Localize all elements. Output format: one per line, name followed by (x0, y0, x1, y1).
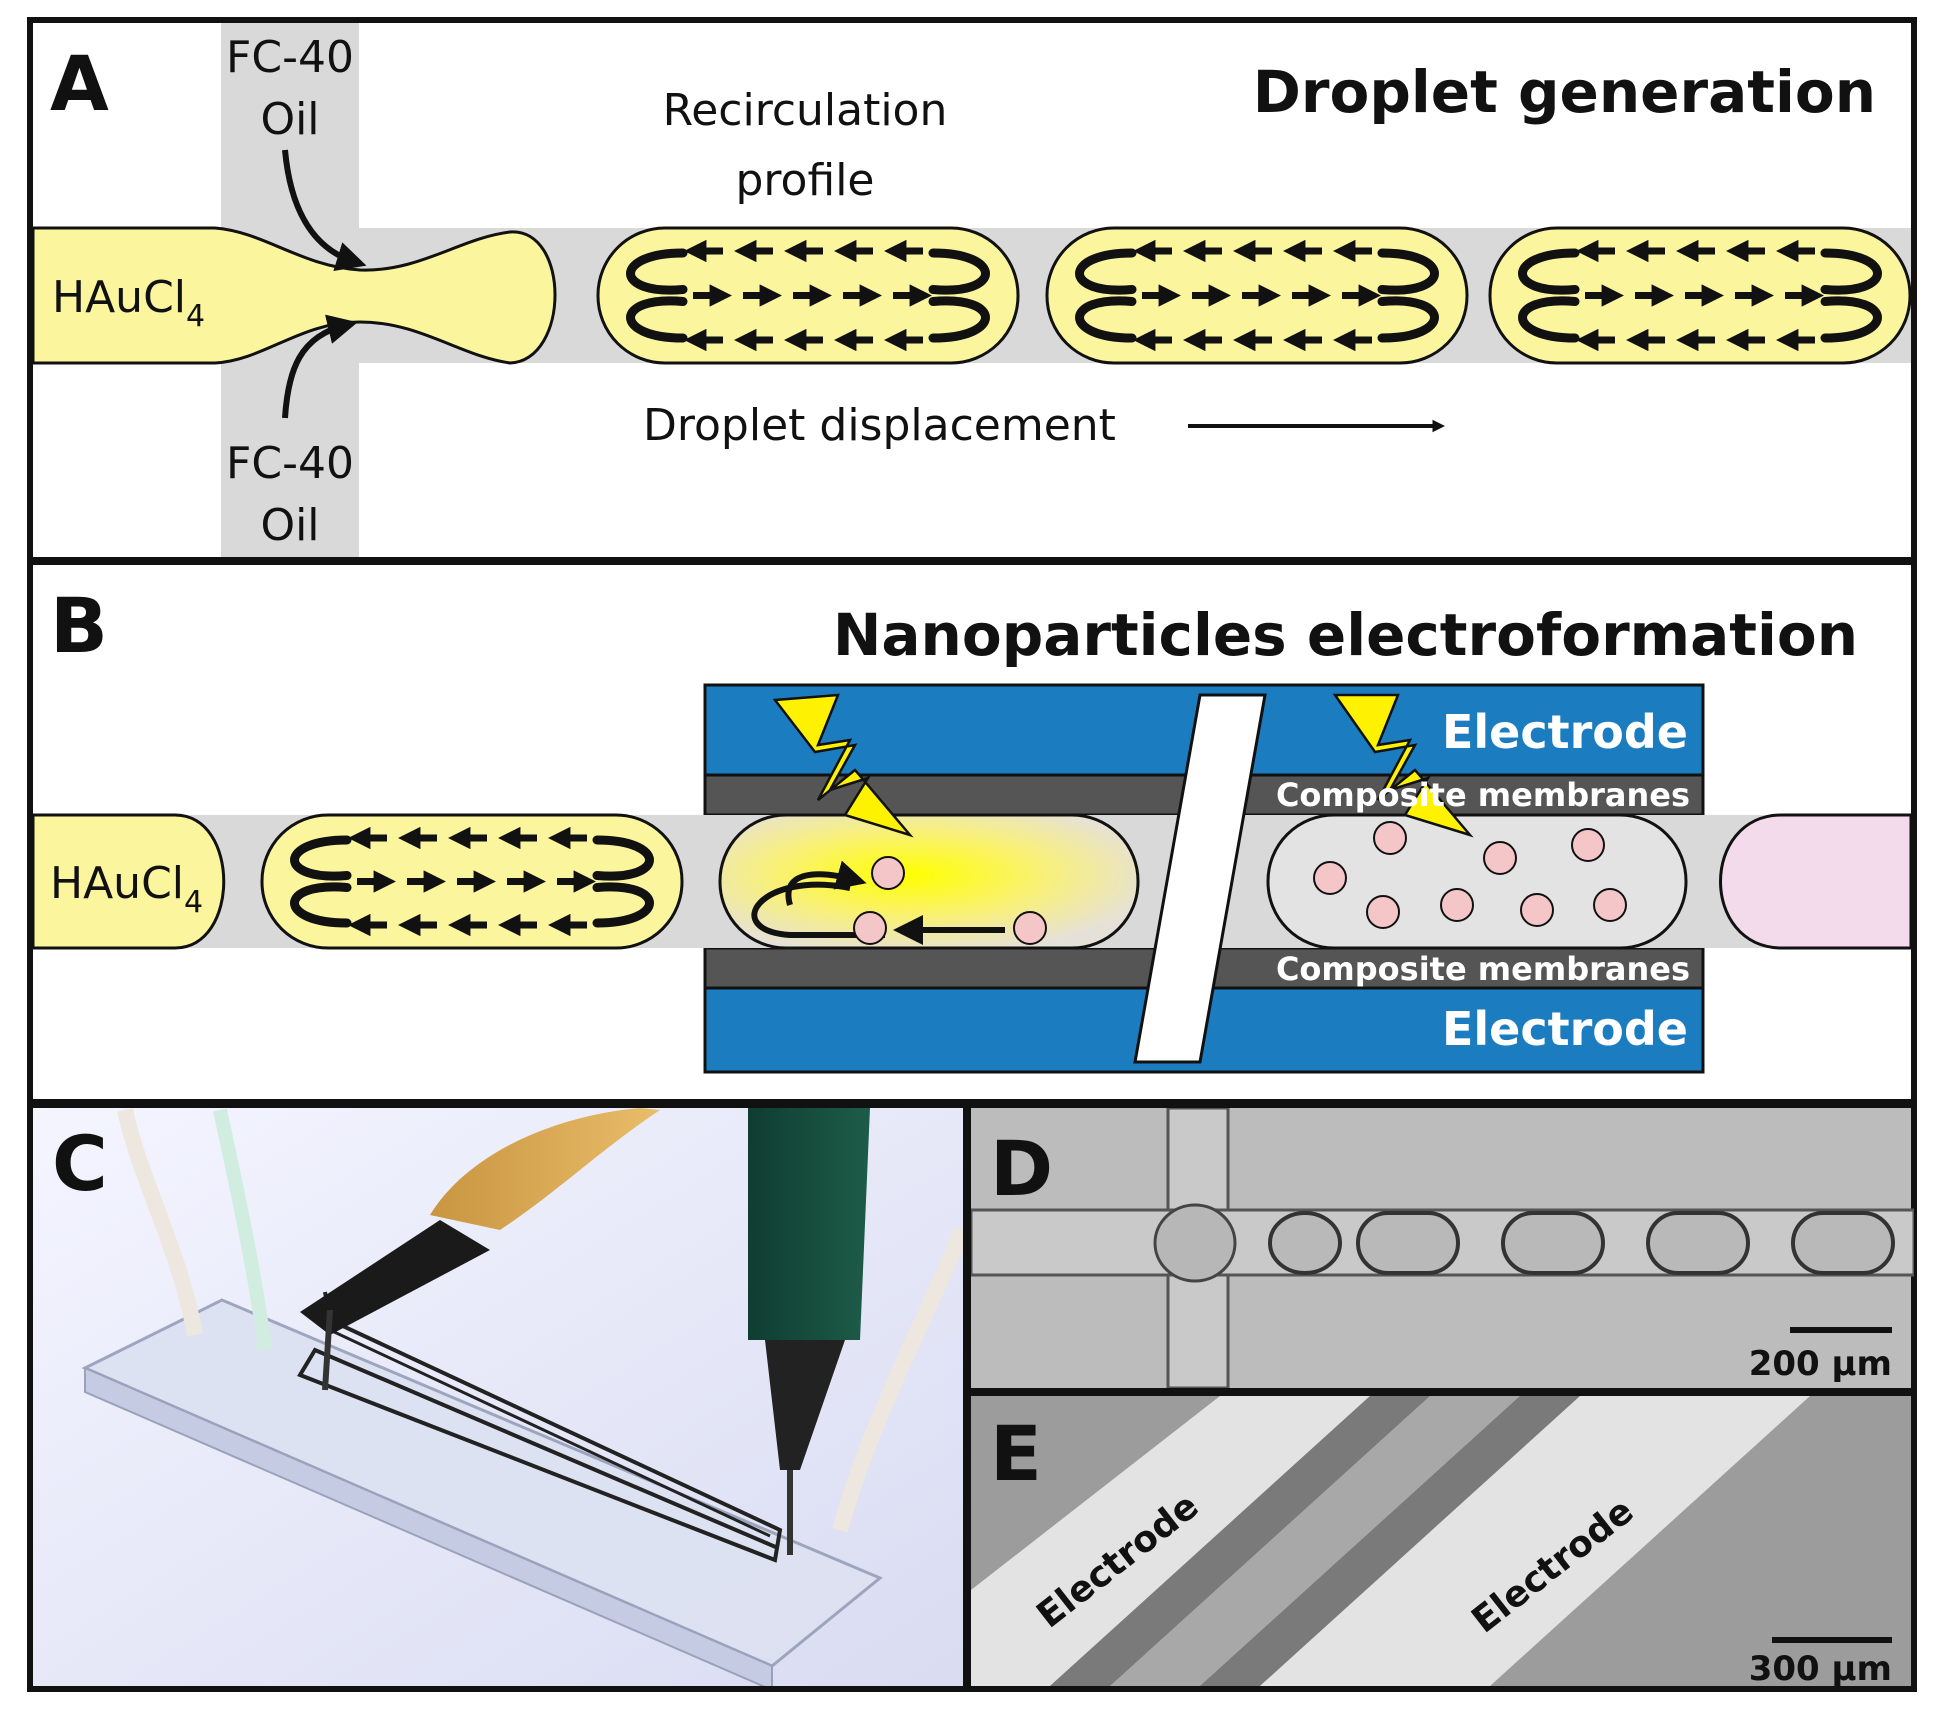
nanoparticle (1483, 841, 1517, 875)
panel-d: D 200 µm (965, 1102, 1917, 1394)
panel-c-letter: C (52, 1119, 108, 1208)
lightning-icon (1332, 693, 1474, 838)
panel-a-title: Droplet generation (1253, 58, 1876, 126)
nanoparticle (871, 856, 905, 890)
membrane-band (1050, 1396, 1430, 1686)
next-droplet (1719, 813, 1913, 950)
oil-bottom-label-1: FC-40 (226, 438, 354, 489)
recirculation-pattern (626, 239, 990, 352)
reagent-label-a: HAuCl4 (52, 272, 205, 334)
nanoparticle (1593, 888, 1627, 922)
oil-bottom-label-2: Oil (260, 500, 319, 551)
droplet (1791, 1211, 1895, 1275)
droplet-train (1268, 1211, 1895, 1275)
oil-top-arrow (282, 149, 367, 271)
panel-e-letter: E (990, 1409, 1042, 1498)
droplet (1501, 1211, 1605, 1275)
droplet (1356, 1211, 1460, 1275)
tubing (117, 1108, 203, 1337)
panel-c: C (27, 1102, 969, 1692)
reagent-label-b: HAuCl4 (50, 858, 203, 920)
reacting-droplet (718, 813, 1140, 950)
droplet-forming (1153, 1203, 1237, 1283)
recirculation-arrow (785, 860, 867, 906)
panel-d-letter: D (990, 1124, 1053, 1213)
recirculation-label-2: profile (736, 155, 875, 206)
oil-bottom-arrow (282, 314, 358, 419)
electrode-band (1260, 1396, 1810, 1686)
membrane-band (1200, 1396, 1580, 1686)
recirculation-arrow (751, 881, 885, 938)
tubing (213, 1108, 272, 1351)
panel-b: B Nanoparticles electroformation HAuCl4 (27, 559, 1917, 1105)
alligator-clip-handle (748, 1108, 870, 1340)
nanoparticle (1520, 893, 1554, 927)
electrode-top-label: Electrode (1442, 705, 1688, 759)
panel-e: E Electrode Electrode 300 µm (965, 1390, 1917, 1692)
nanoparticle (1013, 911, 1047, 945)
nanoparticle (1373, 821, 1407, 855)
glass-chip-edge (84, 1366, 773, 1686)
axis-break (1133, 693, 1267, 1064)
panel-b-letter: B (50, 581, 108, 670)
tubing (832, 1227, 963, 1533)
droplet (1268, 1211, 1342, 1275)
electrode-pin (322, 1309, 333, 1391)
reagent-stream-b (31, 813, 226, 950)
lightning-icon (772, 693, 914, 838)
alligator-clip-jaw (300, 1220, 490, 1335)
membrane-bottom-label: Composite membranes (1276, 950, 1690, 988)
serpentine-channel (329, 1328, 771, 1538)
scale-bar-label-d: 200 µm (1749, 1344, 1892, 1384)
electrode-bottom-label: Electrode (1442, 1002, 1688, 1056)
recirculation-pattern (1518, 239, 1882, 352)
recirculation-patterns (290, 239, 1882, 937)
oil-top-label-2: Oil (260, 94, 319, 145)
nanoparticle (1440, 888, 1474, 922)
nanoparticle (1313, 861, 1347, 895)
droplet (1646, 1211, 1750, 1275)
scale-bar-label-e: 300 µm (1749, 1649, 1892, 1689)
nanoparticle (853, 911, 887, 945)
alligator-clip-handle (430, 1108, 660, 1230)
nanoparticle (1571, 828, 1605, 862)
panel-b-title: Nanoparticles electroformation (833, 601, 1858, 669)
membrane-top-label: Composite membranes (1276, 776, 1690, 814)
panel-a-letter: A (50, 39, 109, 128)
electrode-band (971, 1396, 1370, 1686)
recirculation-label-1: Recirculation (663, 85, 948, 136)
product-droplet (1266, 813, 1688, 950)
recirculation-pattern (1075, 239, 1439, 352)
oil-top-label-1: FC-40 (226, 32, 354, 83)
channel-band (1110, 1396, 1520, 1686)
recirculation-pattern (290, 826, 654, 937)
displacement-label: Droplet displacement (643, 400, 1116, 451)
alligator-clip-jaw (765, 1340, 845, 1470)
device-photo (81, 1108, 963, 1686)
nanoparticle (1366, 895, 1400, 929)
